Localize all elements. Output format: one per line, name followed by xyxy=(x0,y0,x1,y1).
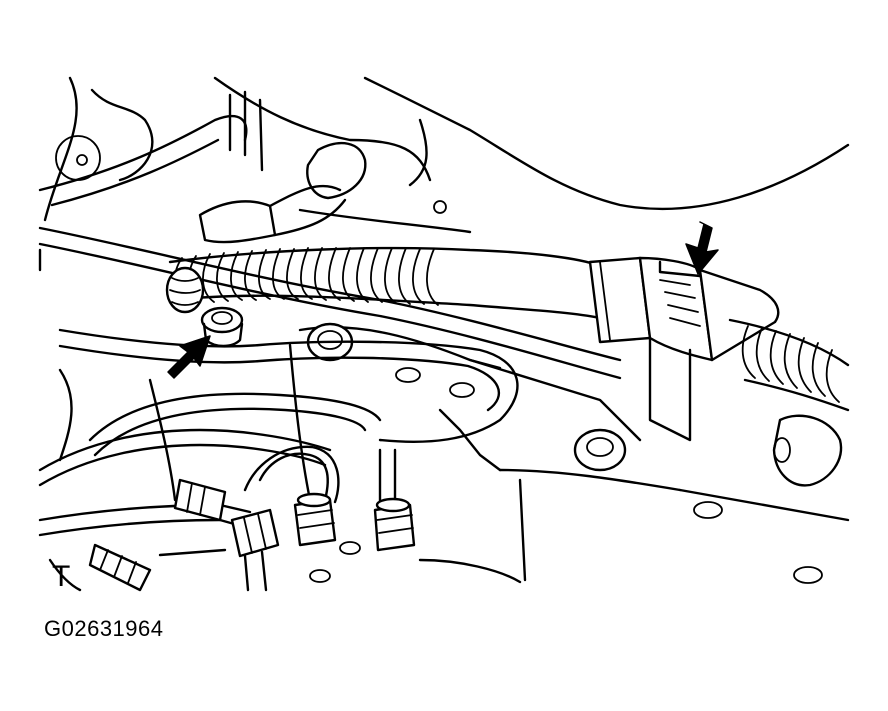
figure-code: G02631964 xyxy=(44,616,164,641)
wire-harness-corrugated xyxy=(165,246,602,320)
flare-nut-fittings xyxy=(88,478,416,592)
lower-left-detail xyxy=(48,368,227,592)
harness-bracket-clamp xyxy=(588,256,780,442)
wire-harness-right-end xyxy=(728,318,850,487)
arrow-clamp xyxy=(685,221,719,275)
brake-lines-lower xyxy=(38,328,519,537)
upper-cable-clamp xyxy=(38,114,367,244)
corner-label: T xyxy=(52,560,71,593)
body-panel-outline xyxy=(43,76,850,234)
arrow-bolt xyxy=(167,335,211,379)
